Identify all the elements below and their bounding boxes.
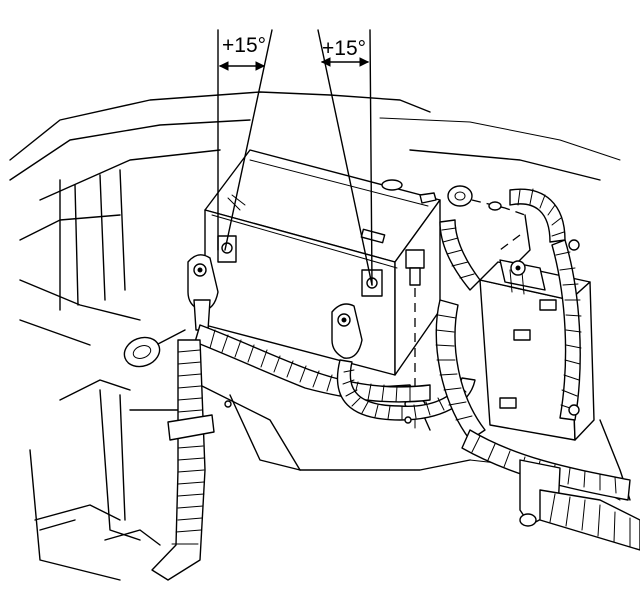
ring-terminal-connector [419,185,531,263]
angle-label-right: +15° [322,37,366,60]
angle-label-left: +15° [222,34,266,57]
negative-cable-terminal [331,303,363,359]
harness-clips [404,239,580,424]
angle-indicator-left [217,29,273,251]
terminal-boot-cap [123,329,186,368]
angle-indicator-right [317,29,373,286]
cable-harness-vertical [151,339,232,581]
cable-harness-right [435,188,640,551]
positive-cable-terminal [187,254,219,331]
cable-harness-main [194,324,431,403]
